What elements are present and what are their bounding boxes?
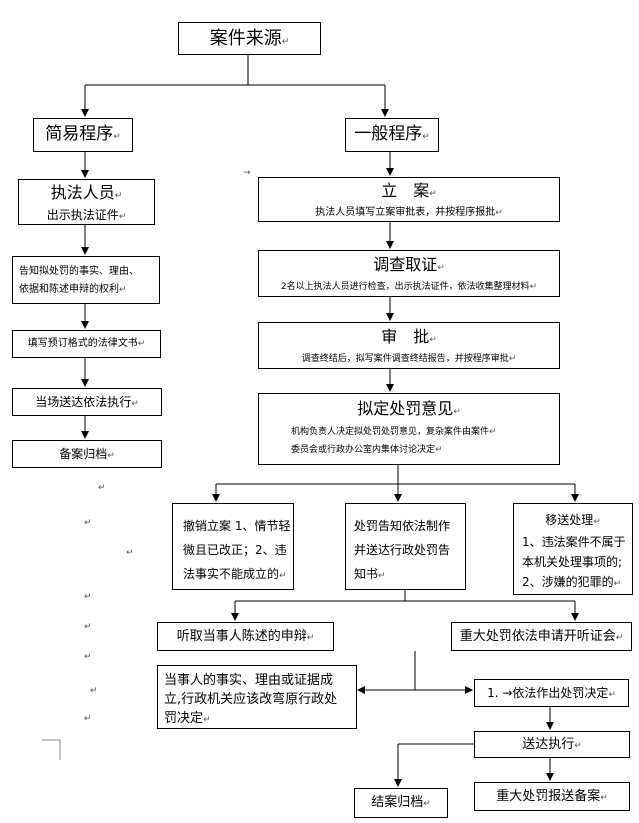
return-mark: ↵	[608, 690, 616, 700]
return-mark: ↵	[423, 799, 431, 809]
return-mark: ↵	[84, 622, 92, 632]
investigate-title: 调查取证	[373, 255, 438, 274]
transfer-line2: 1、违法案件不属于	[522, 535, 626, 549]
return-mark: ↵	[90, 686, 98, 696]
return-mark: ↵	[378, 571, 386, 581]
hearing-label: 重大处罚依法申请开听证会	[459, 629, 616, 644]
return-mark: ↵	[453, 407, 461, 417]
register-box: 立 案↵ 执法人员填写立案审批表，并按程序报批↵	[258, 177, 560, 222]
revoke-case-line2: 微且已改正；2、违	[183, 543, 287, 557]
transfer-line4: 2、涉嫌的犯罪的	[522, 575, 614, 589]
penalty-opinion-line1: 机构负责人决定拟处罚处罚意见，复杂案件由案件	[291, 427, 490, 437]
onsite-delivery-label: 当场送达依法执行	[35, 395, 132, 409]
return-mark: ↵	[429, 335, 437, 345]
case-source-label: 案件来源	[209, 28, 282, 49]
return-mark: ↵	[114, 191, 123, 201]
return-mark: ↵	[137, 339, 146, 349]
close-archive-label: 结案归档	[371, 795, 424, 810]
return-mark: ↵	[437, 263, 445, 273]
inform-rights-box: 告知拟处罚的事实、理由、 依据和陈述申辩的权利↵	[12, 256, 160, 304]
approve-title: 审 批	[381, 327, 430, 346]
return-mark: ↵	[84, 592, 92, 602]
inform-rights-line1: 告知拟处罚的事实、理由、	[19, 266, 139, 277]
return-mark: ↵	[98, 483, 106, 493]
penalty-opinion-line2: 委员会或行政办公室内集体讨论决定	[291, 445, 436, 455]
major-penalty-report-label: 重大处罚报送备案	[496, 789, 601, 804]
return-mark: ↵	[613, 579, 622, 589]
return-mark: ↵	[118, 212, 127, 222]
fill-document-label: 填写预订格式的法律文书	[27, 338, 138, 349]
return-mark: ↵	[615, 633, 624, 643]
return-mark: ↵	[281, 37, 290, 47]
record-archive-box: 备案归档↵	[12, 440, 162, 468]
return-mark: ↵	[131, 399, 139, 409]
return-mark: ↵	[84, 518, 92, 528]
general-procedure-title: 一般程序	[354, 124, 423, 144]
investigate-box: 调查取证↵ 2名以上执法人员进行检查，出示执法证件，依法收集整理材料↵	[258, 250, 560, 297]
hear-statement-box: 听取当事人陈述的申辩↵	[157, 622, 334, 651]
onsite-delivery-box: 当场送达依法执行↵	[12, 388, 162, 416]
return-mark: ↵	[422, 132, 430, 142]
revoke-case-line3: 法事实不能成立的	[183, 567, 280, 581]
delivery-execution-label: 送达执行	[522, 737, 575, 752]
transfer-box: 移送处理↵ 1、违法案件不属于 本机关处理事项的; 2、涉嫌的犯罪的↵	[513, 503, 633, 595]
return-mark: ↵	[529, 282, 538, 292]
return-mark: ↵	[574, 741, 582, 751]
revoke-case-line1: 撤销立案 1、情节轻	[183, 519, 291, 533]
transfer-line3: 本机关处理事项的;	[522, 555, 623, 569]
return-mark: ↵	[84, 652, 92, 662]
simple-procedure-title: 简易程序	[45, 124, 114, 144]
penalty-notice-line1: 处罚告知依法制作	[354, 519, 451, 533]
return-mark: ↵	[489, 427, 497, 437]
return-mark: ↵	[119, 285, 127, 295]
return-mark: ↵	[495, 208, 503, 218]
return-mark: ↵	[126, 548, 134, 558]
general-procedure-box: 一般程序↵	[345, 118, 439, 152]
officer-title: 执法人员	[50, 183, 115, 202]
return-mark: ↵	[508, 354, 517, 364]
simple-procedure-box: 简易程序↵	[33, 118, 133, 152]
record-archive-label: 备案归档	[59, 447, 108, 461]
approve-subtitle: 调查终结后，拟写案件调查终结报告，并按程序审批	[301, 354, 509, 364]
revoke-case-box: 撤销立案 1、情节轻 微且已改正；2、违 法事实不能成立的↵	[172, 503, 294, 590]
revise-decision-line2: 立,行政机关应该改弯原行政处	[164, 692, 338, 707]
close-archive-box: 结案归档↵	[354, 788, 448, 818]
register-title: 立 案	[381, 181, 430, 200]
penalty-decision-box: 1. →依法作出处罚决定↵	[474, 679, 629, 707]
return-mark: ↵	[84, 714, 92, 724]
register-subtitle: 执法人员填写立案审批表，并按程序报批	[315, 207, 496, 218]
inform-rights-line2: 依据和陈述申辩的权利	[19, 284, 119, 295]
penalty-opinion-title: 拟定处罚意见	[357, 399, 454, 418]
penalty-decision-label: 1. →依法作出处罚决定	[487, 686, 609, 700]
return-mark: ↵	[279, 571, 287, 581]
case-source-box: 案件来源↵	[178, 22, 321, 55]
return-mark: ↵	[435, 445, 443, 455]
major-penalty-report-box: 重大处罚报送备案↵	[474, 782, 630, 811]
delivery-execution-box: 送达执行↵	[474, 731, 630, 758]
svg-text:→: →	[243, 168, 251, 178]
officer-subtitle: 出示执法证件	[46, 208, 119, 222]
officer-box: 执法人员↵ 出示执法证件↵	[18, 179, 155, 225]
revise-decision-line3: 罚决定	[164, 711, 204, 726]
penalty-notice-line2: 并送达行政处罚告	[354, 543, 451, 557]
return-mark: ↵	[113, 132, 121, 142]
revise-decision-box: 当事人的事实、理由或证据成 立,行政机关应该改弯原行政处 罚决定↵	[157, 665, 357, 729]
hearing-box: 重大处罚依法申请开听证会↵	[451, 622, 632, 651]
penalty-notice-line3: 知书	[354, 567, 379, 581]
fill-document-box: 填写预订格式的法律文书↵	[12, 330, 161, 358]
return-mark: ↵	[429, 189, 437, 199]
revise-decision-line1: 当事人的事实、理由或证据成	[164, 673, 334, 688]
transfer-line1: 移送处理	[545, 513, 594, 527]
penalty-opinion-box: 拟定处罚意见↵ 机构负责人决定拟处罚处罚意见，复杂案件由案件↵ 委员会或行政办公…	[258, 393, 560, 465]
penalty-notice-box: 处罚告知依法制作 并送达行政处罚告 知书↵	[345, 503, 466, 590]
investigate-subtitle: 2名以上执法人员进行检查，出示执法证件，依法收集整理材料	[280, 282, 530, 292]
return-mark: ↵	[107, 451, 115, 461]
approve-box: 审 批↵ 调查终结后，拟写案件调查终结报告，并按程序审批↵	[258, 322, 560, 369]
hear-statement-label: 听取当事人陈述的申辩	[176, 629, 307, 644]
return-mark: ↵	[203, 715, 211, 725]
return-mark: ↵	[600, 793, 608, 803]
return-mark: ↵	[306, 633, 315, 643]
return-mark: ↵	[593, 517, 601, 527]
